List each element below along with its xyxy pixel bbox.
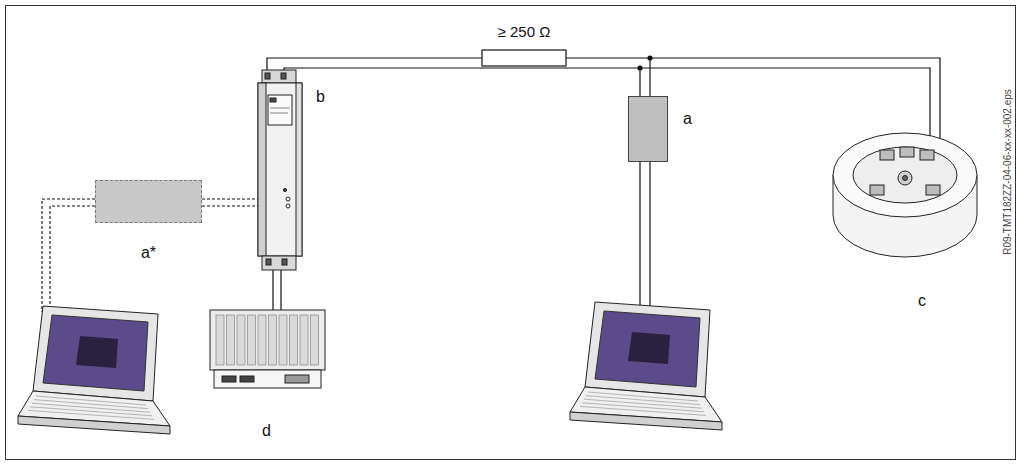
laptop <box>570 302 722 430</box>
device-box: a* <box>95 180 202 223</box>
junction-dot <box>647 55 652 60</box>
resistor-value: ≥ 250 Ω <box>498 24 551 39</box>
file-name: R09-TMT182ZZ-04-06-xx-xx-002.eps <box>1003 89 1013 255</box>
part-letter: a* <box>141 245 156 261</box>
resistor-symbol <box>482 50 566 66</box>
device-box: a <box>628 96 668 162</box>
power-supply <box>258 70 302 270</box>
laptop <box>18 306 170 434</box>
head-transmitter <box>833 133 977 257</box>
junction-dot <box>637 65 642 70</box>
part-letter: b <box>316 89 325 105</box>
part-letter: d <box>262 423 271 439</box>
control-system <box>210 310 325 388</box>
part-letter: a <box>683 111 692 127</box>
frame <box>6 6 1016 460</box>
part-letter: c <box>918 293 926 309</box>
